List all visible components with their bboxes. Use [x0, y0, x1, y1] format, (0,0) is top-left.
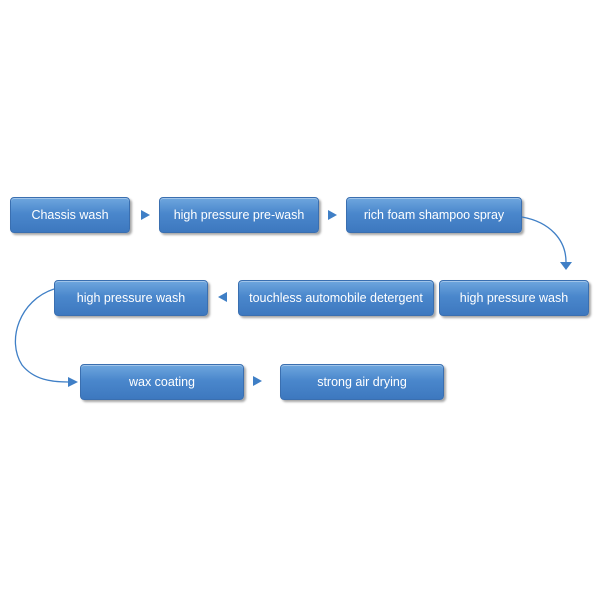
curved-arrow-left-down — [14, 288, 69, 383]
arrow-right-icon — [141, 210, 150, 220]
arrowhead-down-icon — [560, 262, 572, 270]
step-label: Chassis wash — [31, 208, 109, 222]
step-label: touchless automobile detergent — [249, 291, 423, 305]
arrowhead-right-icon — [68, 377, 78, 387]
step-label: high pressure pre-wash — [173, 208, 305, 222]
step-touchless-automobile-detergent: touchless automobile detergent — [238, 280, 434, 316]
step-label: high pressure wash — [459, 291, 569, 305]
arrow-right-icon — [253, 376, 262, 386]
arrow-right-icon — [328, 210, 337, 220]
step-label: strong air drying — [317, 375, 407, 389]
step-high-pressure-wash-left: high pressure wash — [54, 280, 208, 316]
arrow-left-icon — [218, 292, 227, 302]
step-label: wax coating — [128, 375, 195, 389]
step-label: high pressure wash — [76, 291, 186, 305]
step-wax-coating: wax coating — [80, 364, 244, 400]
step-high-pressure-wash-right: high pressure wash — [439, 280, 589, 316]
step-rich-foam-shampoo-spray: rich foam shampoo spray — [346, 197, 522, 233]
step-label: rich foam shampoo spray — [363, 208, 505, 222]
step-high-pressure-pre-wash: high pressure pre-wash — [159, 197, 319, 233]
step-chassis-wash: Chassis wash — [10, 197, 130, 233]
step-strong-air-drying: strong air drying — [280, 364, 444, 400]
curved-arrow-right-down — [521, 216, 567, 263]
